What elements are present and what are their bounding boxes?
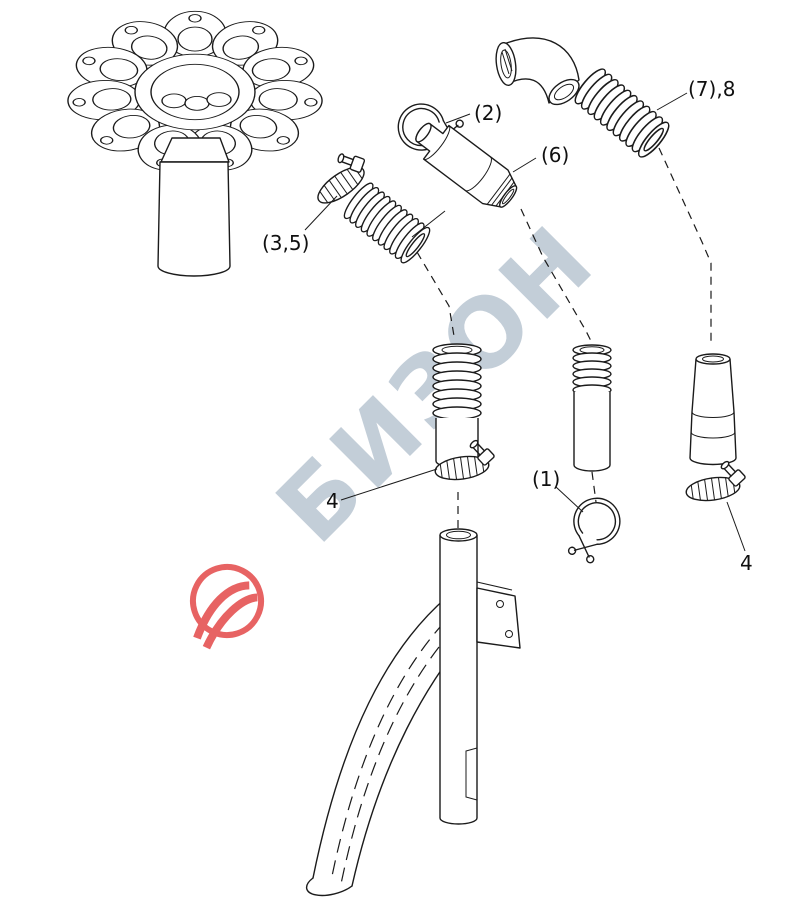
leader-lines [304, 92, 746, 552]
distributor-head [63, 10, 327, 277]
assembly-dashed-lines [416, 147, 712, 528]
leader-line-hose-5 [411, 210, 446, 238]
head-down-pipe [157, 161, 231, 277]
middle-hose-nozzle [432, 343, 482, 469]
head-ring-inner [150, 63, 240, 121]
watermark-logo-icon [190, 564, 264, 650]
label-part-3-5: (3,5) [262, 231, 309, 255]
elbow-7 [495, 37, 580, 106]
head-neck [160, 137, 230, 163]
tube-slot [465, 747, 478, 801]
label-part-7-8: (7),8 [688, 77, 735, 101]
middle-right-hose [572, 344, 612, 472]
label-part-6: (6) [541, 143, 569, 167]
coulter-tube-assembly [305, 528, 521, 897]
dashed-line-hose-to-clip [591, 471, 597, 503]
dashed-line-hose-to-mid [416, 251, 455, 337]
vertical-tube [439, 535, 478, 825]
mount-bracket [476, 587, 521, 649]
part-labels: (2) (6) (7),8 (3,5) 4 (1) 4 [262, 77, 753, 575]
curved-boot-end [305, 877, 353, 897]
label-part-4-middle: 4 [326, 489, 339, 513]
right-hose-7 [689, 353, 737, 466]
connector-6 [415, 122, 518, 208]
label-part-2: (2) [474, 101, 502, 125]
dashed-line-elbowhose-to-right [658, 147, 712, 342]
curved-boot-outer [312, 596, 448, 879]
label-part-4-right: 4 [740, 551, 753, 575]
bracket-hole [505, 630, 513, 638]
bracket-hole [496, 600, 504, 608]
dashed-line-connector-to-hose [520, 208, 592, 342]
label-part-1: (1) [532, 467, 560, 491]
